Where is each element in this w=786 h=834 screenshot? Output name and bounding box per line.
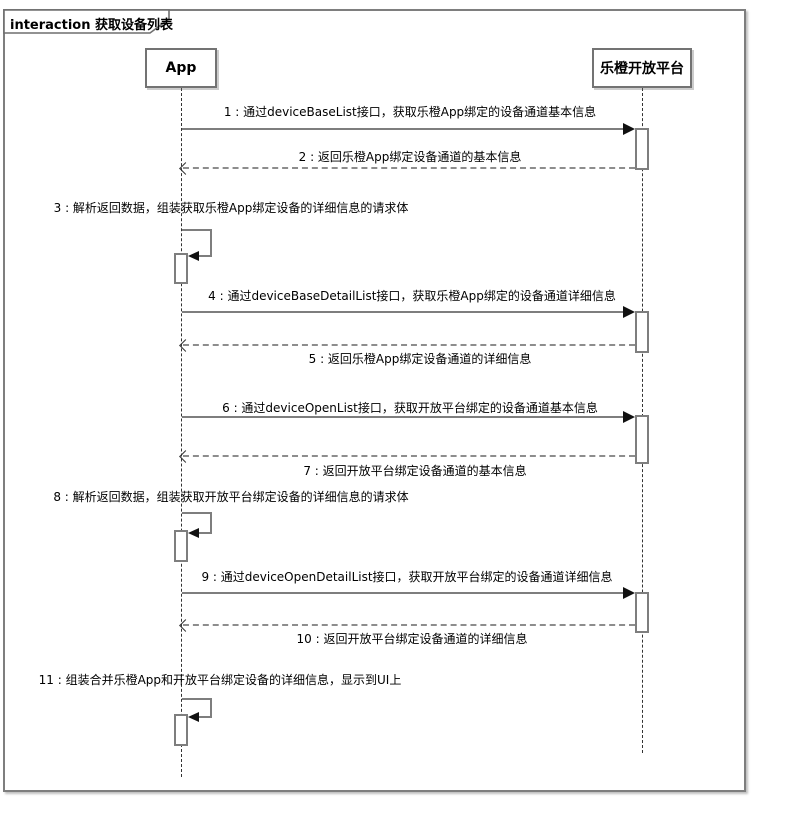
message-5-line bbox=[179, 339, 635, 352]
message-2-label: 2 : 返回乐橙App绑定设备通道的基本信息 bbox=[298, 150, 522, 164]
frame-keyword: interaction bbox=[10, 18, 91, 33]
message-5-label: 5 : 返回乐橙App绑定设备通道的详细信息 bbox=[308, 352, 532, 366]
message-9-label: 9 : 通过deviceOpenDetailList接口，获取开放平台绑定的设备… bbox=[201, 570, 613, 584]
sequence-frame bbox=[3, 9, 746, 792]
message-7-line bbox=[179, 450, 635, 463]
activation-app-msg3 bbox=[174, 253, 188, 284]
message-3-arrowhead-icon bbox=[188, 251, 199, 261]
message-3-loop-right bbox=[210, 229, 212, 256]
message-11-loop-bottom bbox=[188, 712, 212, 722]
message-9-line bbox=[182, 587, 635, 599]
frame-label-pentagon bbox=[3, 9, 170, 34]
lifeline-head-app: App bbox=[145, 48, 217, 88]
lifeline-app-label: App bbox=[165, 60, 197, 76]
message-7-label: 7 : 返回开放平台绑定设备通道的基本信息 bbox=[303, 464, 527, 478]
message-9-arrowhead-icon bbox=[623, 587, 635, 599]
message-8-arrowhead-icon bbox=[188, 528, 199, 538]
message-4-line bbox=[182, 306, 635, 318]
message-1-arrowhead-icon bbox=[623, 123, 635, 135]
lifeline-platform-label: 乐橙开放平台 bbox=[600, 61, 684, 77]
message-11-loop-top bbox=[182, 698, 212, 700]
message-1-line bbox=[182, 123, 635, 135]
message-11-loop-right bbox=[210, 698, 212, 717]
activation-platform-4 bbox=[635, 592, 649, 633]
activation-platform-2 bbox=[635, 311, 649, 353]
activation-platform-3 bbox=[635, 415, 649, 464]
activation-platform-1 bbox=[635, 128, 649, 170]
message-6-label: 6 : 通过deviceOpenList接口，获取开放平台绑定的设备通道基本信息 bbox=[222, 401, 598, 415]
message-10-label: 10 : 返回开放平台绑定设备通道的详细信息 bbox=[296, 632, 528, 646]
message-8-loop-bottom bbox=[188, 528, 212, 538]
activation-app-msg8 bbox=[174, 530, 188, 562]
message-3-label: 3 : 解析返回数据，组装获取乐橙App绑定设备的详细信息的请求体 bbox=[53, 201, 409, 215]
frame-label: interaction 获取设备列表 bbox=[10, 14, 173, 33]
lifeline-line-app bbox=[181, 88, 182, 777]
message-1-label: 1 : 通过deviceBaseList接口，获取乐橙App绑定的设备通道基本信… bbox=[223, 105, 597, 119]
message-11-label: 11 : 组装合并乐橙App和开放平台绑定设备的详细信息，显示到UI上 bbox=[38, 673, 402, 687]
message-8-loop-top bbox=[182, 512, 212, 514]
message-3-loop-bottom bbox=[188, 251, 212, 261]
message-10-line bbox=[179, 619, 635, 632]
message-4-arrowhead-icon bbox=[623, 306, 635, 318]
activation-app-msg11 bbox=[174, 714, 188, 746]
message-6-arrowhead-icon bbox=[623, 411, 635, 423]
message-6-line bbox=[182, 411, 635, 423]
frame-label-tab bbox=[3, 9, 175, 35]
message-4-label: 4 : 通过deviceBaseDetailList接口，获取乐橙App绑定的设… bbox=[208, 289, 616, 303]
message-8-label: 8 : 解析返回数据，组装获取开放平台绑定设备的详细信息的请求体 bbox=[53, 490, 409, 504]
message-11-arrowhead-icon bbox=[188, 712, 199, 722]
message-8-loop-right bbox=[210, 512, 212, 533]
lifeline-head-platform: 乐橙开放平台 bbox=[592, 48, 692, 88]
frame-title: 获取设备列表 bbox=[95, 18, 174, 33]
message-2-line bbox=[179, 162, 635, 175]
message-3-loop-top bbox=[182, 229, 212, 231]
